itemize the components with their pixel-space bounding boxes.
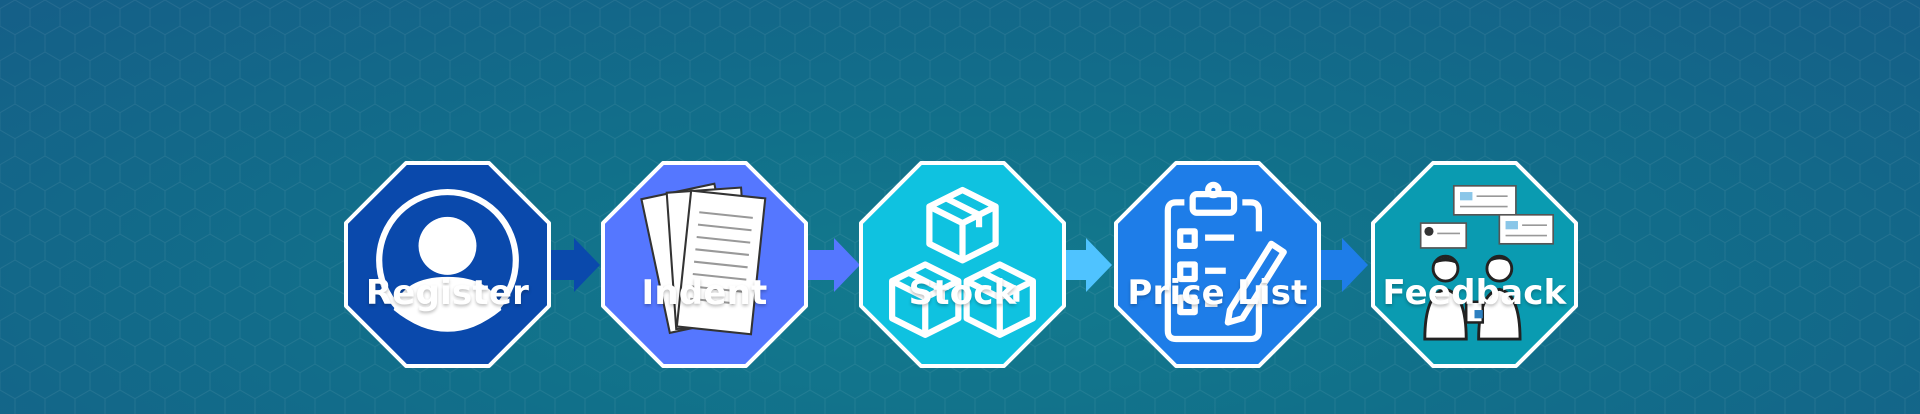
arrow-shape bbox=[800, 238, 860, 292]
step-stock: Stock bbox=[859, 161, 1066, 368]
clipboard-checklist-icon bbox=[1164, 181, 1287, 343]
step-label: Price List bbox=[1127, 273, 1308, 313]
arrow-shape bbox=[1052, 238, 1112, 292]
boxes-icon bbox=[889, 186, 1036, 338]
flow-arrow-4 bbox=[1308, 238, 1368, 292]
people-feedback-icon bbox=[1419, 185, 1554, 341]
step-indent: Indent bbox=[601, 161, 808, 368]
step-label: Indent bbox=[641, 273, 768, 313]
flow-arrow-2 bbox=[800, 238, 860, 292]
step-price-list: Price List bbox=[1114, 161, 1321, 368]
documents-icon bbox=[640, 182, 767, 336]
octagon-shape bbox=[859, 161, 1066, 368]
step-label: Feedback bbox=[1382, 273, 1567, 313]
flow-arrow-1 bbox=[540, 238, 600, 292]
step-label: Register bbox=[365, 273, 530, 313]
step-label: Stock bbox=[908, 273, 1017, 313]
octagon-shape bbox=[1371, 161, 1578, 368]
user-profile-icon bbox=[376, 188, 519, 332]
step-register: Register bbox=[344, 161, 551, 368]
arrow-shape bbox=[540, 238, 600, 292]
arrow-shape bbox=[1308, 238, 1368, 292]
step-feedback: Feedback bbox=[1371, 161, 1578, 368]
flow-arrow-3 bbox=[1052, 238, 1112, 292]
